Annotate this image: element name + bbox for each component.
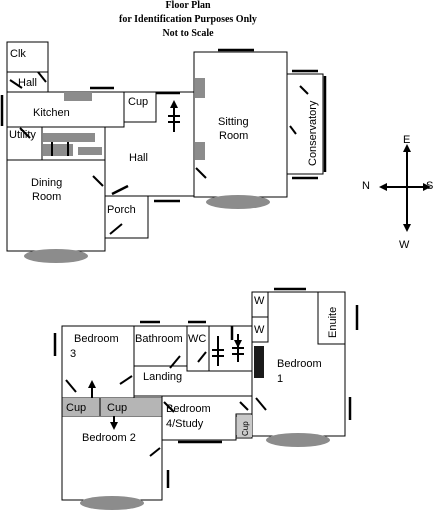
door-mark [119,375,133,385]
door-mark [111,184,129,196]
label-small-cupboard: Cup [241,421,250,436]
door-mark [163,401,175,413]
hall-wall [105,91,195,197]
ensuite-wall [317,291,346,345]
compass-east: E [403,134,410,146]
label-bedroom-4-line-1: Bedroom [166,403,211,415]
label-porch: Porch [107,204,136,216]
label-bedroom-2: Bedroom 2 [82,432,136,444]
bathroom-wall [133,325,188,367]
porch-wall [104,195,149,239]
dining-room-wall [6,160,106,252]
caption-line-1: Floor Plan [165,0,211,11]
compass-arrow-down-icon [403,224,411,232]
door-mark [299,85,309,95]
sitting-fireplace-top [195,78,205,98]
label-small-hall: Hall [18,77,37,89]
dining-counter [78,147,102,155]
label-kitchen: Kitchen [33,107,70,119]
door-mark [109,223,123,235]
sitting-bay-window [206,195,270,209]
caption-line-2: for Identification Purposes Only [119,14,257,25]
sitting-fireplace-bottom [195,142,205,160]
compass-rose: E N S W [362,134,433,251]
label-hall: Hall [129,152,148,164]
door-mark [289,125,297,135]
label-bedroom-3-line-1: Bedroom [74,333,119,345]
compass-arrow-right-icon [423,183,431,191]
small-cupboard-fill [237,415,252,437]
label-dining-room-line-2: Room [32,191,61,203]
door-mark [255,397,267,411]
first-floor: Bedroom 3 Bathroom WC W W Enuite Bedroom… [53,287,359,510]
bedroom-1-bay-window [266,433,330,447]
ground-floor: Clk Hall Kitchen Utility Cup Hall Sittin… [0,41,327,263]
label-conservatory: Conservatory [307,100,319,166]
compass-arrow-up-icon [403,144,411,152]
utility-wall [6,126,43,161]
arrow-head-icon [234,340,242,348]
door-mark [197,351,207,363]
wardrobe-bottom-wall [251,316,269,343]
label-ensuite: Enuite [327,307,339,338]
label-cloakroom: Clk [10,48,26,60]
label-landing: Landing [143,371,182,383]
conservatory-wall [286,73,324,175]
kitchen-island [43,133,95,142]
label-wc: WC [188,333,206,345]
stair-block [43,144,73,156]
label-bathroom: Bathroom [135,333,183,345]
label-sitting-room-line-2: Room [219,130,248,142]
label-cupboard-left: Cup [66,402,86,414]
compass-south: S [426,180,433,192]
door-mark [149,447,161,457]
arrow-head-icon [88,380,96,388]
label-bedroom-3-line-2: 3 [70,348,76,360]
door-mark [239,401,249,411]
label-wardrobe-top: W [254,295,265,307]
door-mark [92,175,104,187]
compass-west: W [399,239,410,251]
label-wardrobe-bottom: W [254,324,265,336]
label-cupboard-right: Cup [107,402,127,414]
compass-arrow-left-icon [379,183,387,191]
arrow-head-icon [170,100,178,108]
door-mark [169,355,181,369]
label-bedroom-1-line-1: Bedroom [277,358,322,370]
caption-line-3: Not to Scale [162,28,214,39]
door-mark [65,379,77,393]
label-utility: Utility [9,129,36,141]
label-cupboard: Cup [128,96,148,108]
stairwell-wall [209,325,253,371]
door-mark [19,127,31,139]
door-mark [9,79,23,89]
dining-bay-window [24,249,88,263]
bedroom-2-bay-window [80,496,144,510]
arrow-head-icon [110,422,118,430]
cupboard-row-fill [62,398,162,416]
bedroom-1-fixture [254,346,264,378]
door-mark [195,167,207,179]
label-bedroom-1-line-2: 1 [277,373,283,385]
compass-north: N [362,180,370,192]
label-bedroom-4-line-2: 4/Study [166,418,204,430]
door-mark [37,71,47,83]
label-sitting-room-line-1: Sitting [218,116,249,128]
label-dining-room-line-1: Dining [31,177,62,189]
kitchen-counter [64,92,92,101]
